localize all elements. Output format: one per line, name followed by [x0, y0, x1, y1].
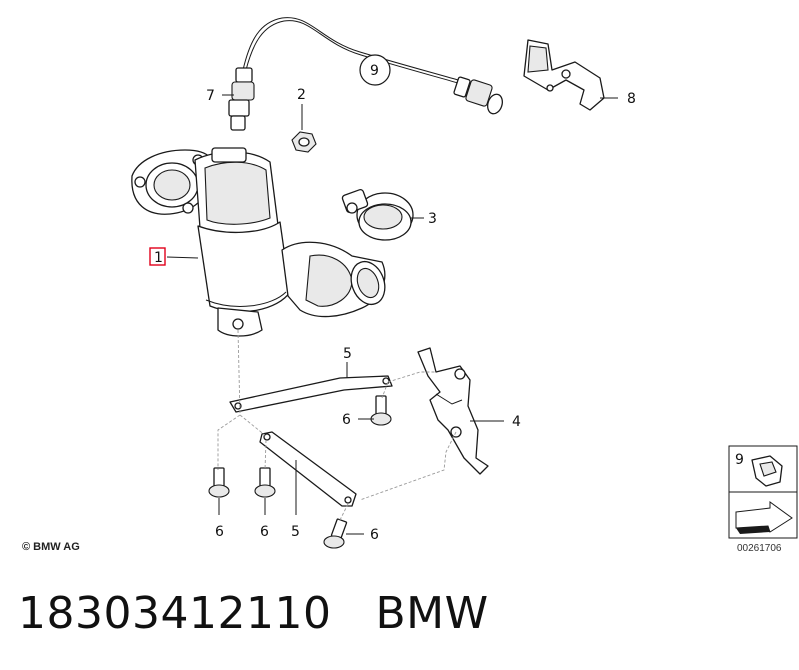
callout-9[interactable]: 9: [359, 54, 391, 86]
mounting-bracket-top: [523, 39, 605, 111]
clip-icon: [751, 455, 783, 487]
support-strap-lower: [259, 431, 357, 507]
bolt-6a: [370, 395, 392, 426]
callout-4[interactable]: 4: [512, 414, 521, 430]
callout-6-right-bolt[interactable]: 6: [342, 412, 351, 428]
callout-1[interactable]: 1: [149, 247, 166, 266]
callout-5-upper[interactable]: 5: [343, 346, 352, 362]
callout-7[interactable]: 7: [206, 88, 215, 104]
diagram-reference-number: 00261706: [737, 543, 782, 554]
callout-6-bottom-bolt[interactable]: 6: [370, 527, 379, 543]
bolt-6c: [254, 467, 276, 498]
callout-6-left-bolt[interactable]: 6: [215, 524, 224, 540]
callout-3[interactable]: 3: [428, 211, 437, 227]
part-caption: 18303412110 BMW: [18, 588, 489, 639]
callout-5-lower[interactable]: 5: [291, 524, 300, 540]
svg-text:1: 1: [154, 250, 163, 266]
callout-6-middle-bolt[interactable]: 6: [260, 524, 269, 540]
pipe-clamp: [341, 188, 414, 241]
support-bracket: [417, 347, 489, 475]
hex-nut: [291, 131, 317, 153]
bolt-6b: [208, 467, 230, 498]
assembly-guide-lines: [217, 329, 457, 521]
legend-label: 9: [735, 452, 744, 468]
arrow-icon: [735, 501, 793, 534]
svg-text:9: 9: [370, 63, 379, 79]
callout-2[interactable]: 2: [297, 87, 306, 103]
bolt-6d: [323, 518, 348, 549]
callout-8[interactable]: 8: [627, 91, 636, 107]
copyright-text: © BMW AG: [22, 541, 80, 553]
catalytic-converter: [131, 147, 386, 337]
legend-inset: 9: [728, 445, 798, 539]
brand-name: BMW: [375, 588, 489, 639]
leader-lines: [166, 94, 618, 535]
oxygen-sensor: [228, 17, 503, 131]
part-number: 18303412110: [18, 588, 332, 639]
support-strap-upper: [229, 375, 393, 413]
